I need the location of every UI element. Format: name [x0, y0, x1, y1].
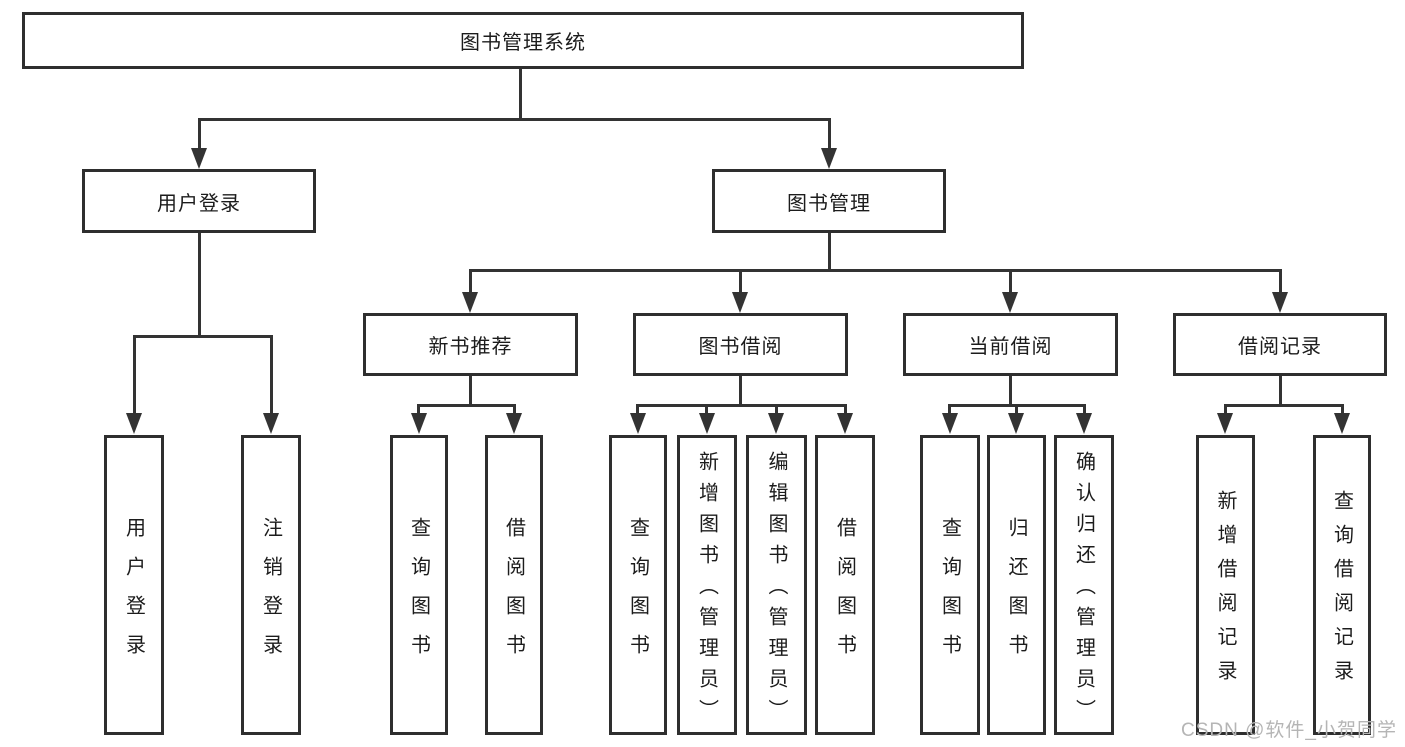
node-leaf-query-record-label: 查询借阅记录	[1330, 490, 1353, 694]
arrowhead-current-borrow	[1002, 292, 1018, 313]
node-user-login: 用户登录	[82, 169, 316, 233]
arrowhead-book-mgmt	[821, 148, 837, 169]
edge-to-add-record	[1224, 404, 1227, 416]
node-leaf-return-book: 归还图书	[987, 435, 1046, 735]
node-root-label: 图书管理系统	[460, 32, 586, 54]
node-leaf-return-book-label: 归还图书	[1005, 516, 1027, 673]
edge-to-return-book	[1015, 404, 1018, 416]
arrowhead-v-user-login	[126, 413, 142, 434]
arrowhead-query-book-a	[411, 413, 427, 434]
arrowhead-user-login	[191, 148, 207, 169]
edge-to-book-mgmt	[828, 118, 831, 152]
edge-to-new-books	[469, 269, 472, 295]
node-borrow-records-label: 借阅记录	[1238, 336, 1322, 358]
node-leaf-user-login-label: 用户登录	[122, 516, 145, 673]
node-leaf-query-book-c-label: 查询图书	[938, 516, 961, 673]
edge-current-borrow-stem	[1009, 376, 1012, 407]
arrowhead-confirm-return	[1076, 413, 1092, 434]
node-leaf-user-login: 用户登录	[104, 435, 164, 735]
arrowhead-new-books	[462, 292, 478, 313]
arrowhead-add-record	[1217, 413, 1233, 434]
node-leaf-add-record: 新增借阅记录	[1196, 435, 1255, 735]
node-book-borrow-label: 图书借阅	[698, 336, 783, 358]
arrowhead-borrow-book-b	[837, 413, 853, 434]
node-leaf-borrow-book-b: 借阅图书	[815, 435, 875, 735]
edge-to-query-book-c	[948, 404, 951, 416]
node-new-books-label: 新书推荐	[428, 336, 513, 358]
node-leaf-borrow-book-b-label: 借阅图书	[833, 516, 856, 673]
edge-user-login-crossbar	[133, 335, 273, 338]
edge-to-user-login	[198, 118, 201, 152]
edge-new-books-stem	[469, 376, 472, 407]
edge-to-borrow-book-b	[844, 404, 847, 416]
node-new-books: 新书推荐	[363, 313, 578, 376]
arrowhead-borrow-records	[1272, 292, 1288, 313]
edge-book-borrow-crossbar	[636, 404, 846, 407]
node-leaf-borrow-book-a-label: 借阅图书	[502, 516, 525, 673]
node-leaf-query-book-b-label: 查询图书	[626, 516, 649, 673]
node-book-mgmt-label: 图书管理	[787, 192, 871, 215]
arrowhead-edit-book	[768, 413, 784, 434]
node-leaf-query-book-a-label: 查询图书	[407, 516, 430, 673]
node-root: 图书管理系统	[22, 12, 1024, 69]
node-book-borrow: 图书借阅	[633, 313, 848, 376]
node-leaf-borrow-book-a: 借阅图书	[485, 435, 543, 735]
edge-to-confirm-return	[1083, 404, 1086, 416]
arrowhead-v-logout	[263, 413, 279, 434]
edge-root-stem	[519, 69, 522, 120]
edge-to-borrow-records	[1279, 269, 1282, 295]
node-leaf-logout: 注销登录	[241, 435, 301, 735]
edge-book-borrow-stem	[739, 376, 742, 407]
node-leaf-logout-label: 注销登录	[259, 516, 282, 673]
arrowhead-return-book	[1008, 413, 1024, 434]
node-leaf-query-book-c: 查询图书	[920, 435, 980, 735]
node-leaf-add-record-label: 新增借阅记录	[1214, 490, 1236, 694]
edge-to-v-logout	[270, 335, 273, 416]
edge-root-crossbar	[198, 118, 831, 121]
edge-to-query-record	[1341, 404, 1344, 416]
node-leaf-edit-book: 编辑图书（管理员）	[746, 435, 807, 735]
edge-to-query-book-b	[636, 404, 639, 416]
node-leaf-query-record: 查询借阅记录	[1313, 435, 1371, 735]
node-borrow-records: 借阅记录	[1173, 313, 1387, 376]
edge-book-mgmt-crossbar	[469, 269, 1282, 272]
edge-to-query-book-a	[417, 404, 420, 416]
arrowhead-add-book	[699, 413, 715, 434]
edge-user-login-stem	[198, 233, 201, 337]
node-leaf-add-book-label: 新增图书（管理员）	[695, 451, 718, 730]
node-leaf-edit-book-label: 编辑图书（管理员）	[765, 451, 787, 730]
node-user-login-label: 用户登录	[157, 192, 241, 215]
arrowhead-query-book-b	[630, 413, 646, 434]
node-book-mgmt: 图书管理	[712, 169, 946, 233]
edge-to-add-book	[705, 404, 708, 416]
edge-to-borrow-book-a	[513, 404, 516, 416]
arrowhead-book-borrow	[732, 292, 748, 313]
node-leaf-query-book-b: 查询图书	[609, 435, 667, 735]
arrowhead-query-record	[1334, 413, 1350, 434]
node-current-borrow: 当前借阅	[903, 313, 1118, 376]
node-leaf-add-book: 新增图书（管理员）	[677, 435, 737, 735]
arrowhead-query-book-c	[942, 413, 958, 434]
edge-book-mgmt-stem	[828, 233, 831, 272]
csdn-watermark: CSDN @软件_小贺同学	[1181, 720, 1397, 741]
edge-borrow-records-stem	[1279, 376, 1282, 407]
node-leaf-query-book-a: 查询图书	[390, 435, 448, 735]
node-leaf-confirm-return: 确认归还（管理员）	[1054, 435, 1114, 735]
edge-to-book-borrow	[739, 269, 742, 295]
node-current-borrow-label: 当前借阅	[968, 336, 1053, 358]
edge-to-v-user-login	[133, 335, 136, 416]
edge-borrow-records-crossbar	[1224, 404, 1344, 407]
edge-new-books-crossbar	[417, 404, 516, 407]
edge-to-current-borrow	[1009, 269, 1012, 295]
edge-to-edit-book	[775, 404, 778, 416]
arrowhead-borrow-book-a	[506, 413, 522, 434]
node-leaf-confirm-return-label: 确认归还（管理员）	[1072, 451, 1095, 730]
